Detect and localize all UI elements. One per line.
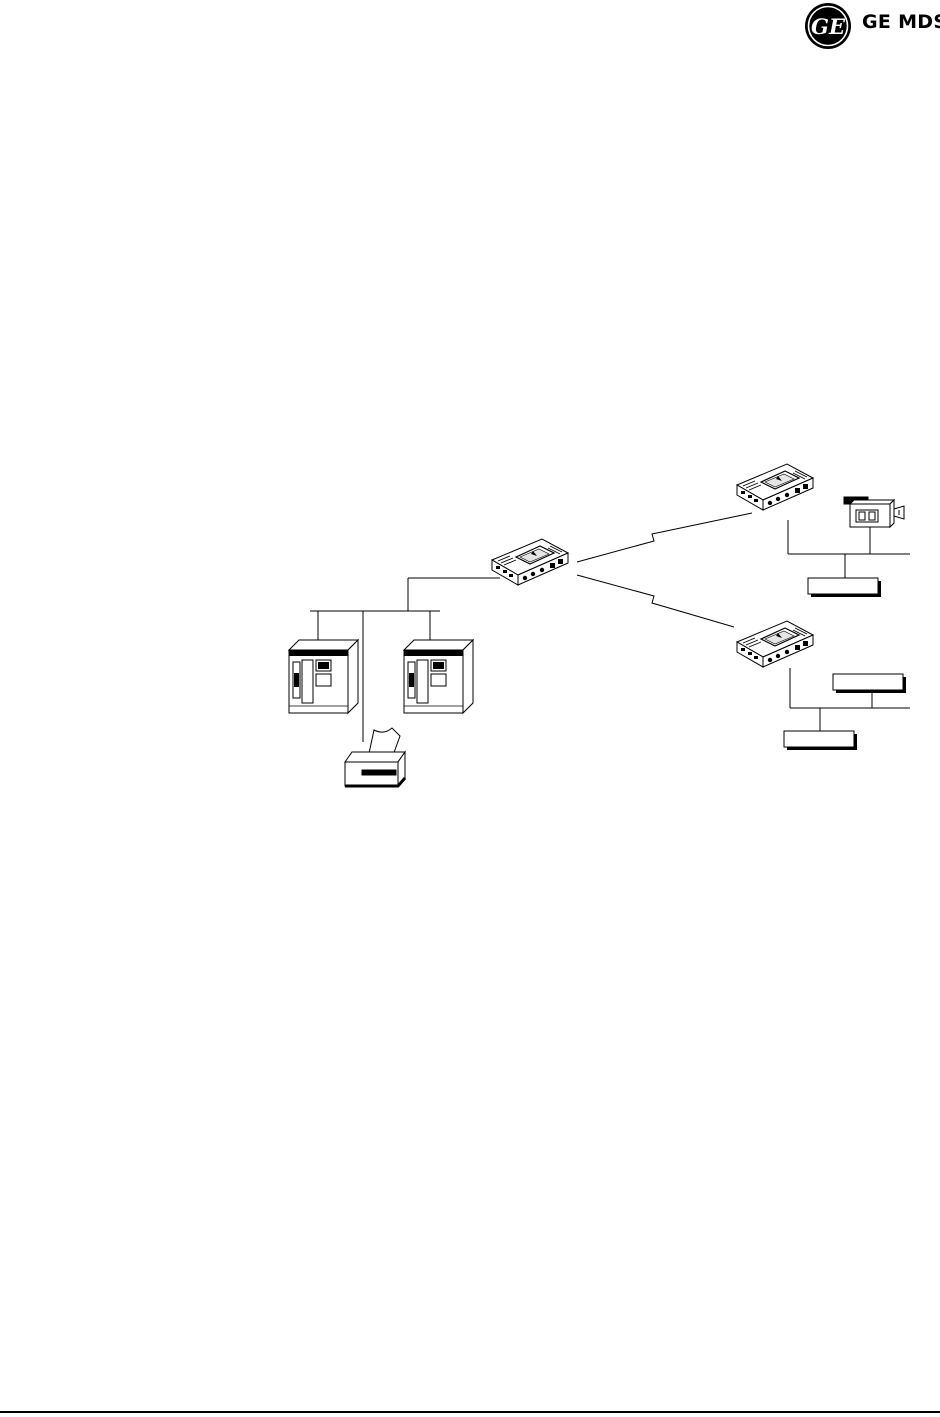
terminal-box: [808, 578, 881, 597]
printer-icon: [345, 728, 405, 786]
radio-transceiver-icon: [492, 539, 568, 585]
radio-transceiver-icon: [737, 464, 813, 510]
lan-wiring-upper-right: [788, 520, 910, 578]
server-tower-icon: [289, 640, 358, 713]
wireless-link-upper: [577, 513, 752, 562]
video-camera-icon: [844, 497, 904, 527]
terminal-box: [784, 731, 857, 750]
wireless-link-lower: [577, 575, 734, 627]
radio-transceiver-icon: [737, 621, 813, 667]
footer-rule: [0, 1411, 940, 1413]
server-tower-icon: [404, 640, 473, 713]
terminal-box: [833, 674, 906, 693]
